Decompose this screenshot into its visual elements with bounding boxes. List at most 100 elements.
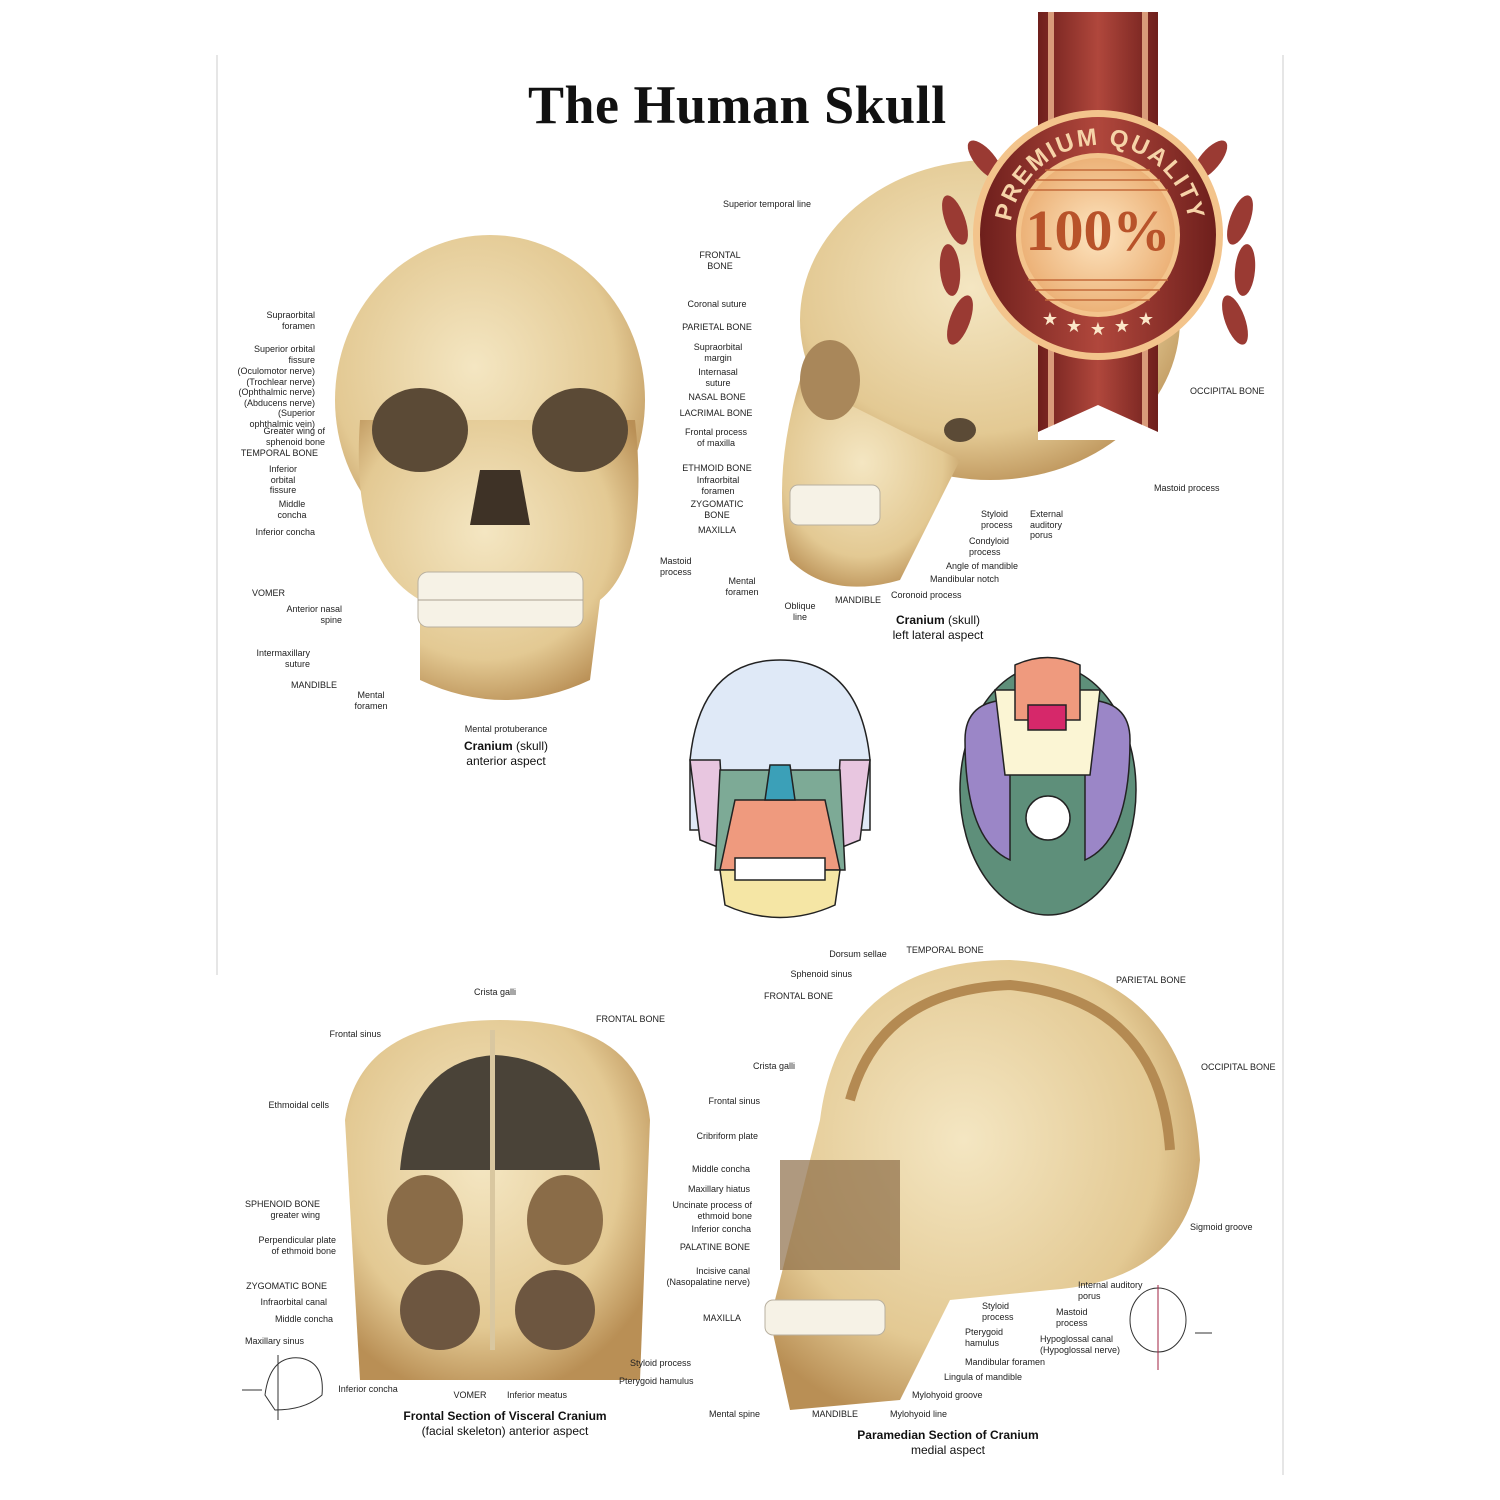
anatomy-label: Internal auditory porus — [1078, 1280, 1143, 1301]
anatomy-label: Inferior meatus — [506, 1390, 568, 1400]
caption-bold: Frontal Section of Visceral Cranium — [403, 1409, 607, 1423]
anatomy-label: Middle concha — [277, 499, 307, 520]
anatomy-label: Inferior concha — [691, 1224, 751, 1234]
anatomy-label: MANDIBLE — [290, 680, 337, 690]
anatomy-label: OCCIPITAL BONE — [1190, 386, 1265, 396]
paramedian-section-illustration — [764, 960, 1200, 1410]
star-icon: ★ — [1042, 309, 1058, 330]
anatomy-label: Sphenoid sinus — [790, 969, 852, 979]
anatomy-label: Maxillary hiatus — [687, 1184, 750, 1194]
anterior-skull-illustration — [335, 235, 645, 700]
anatomy-label: Intermaxillary suture — [256, 648, 310, 669]
poster-title: The Human Skull — [528, 75, 947, 135]
poster-edge-left — [216, 55, 218, 975]
anatomy-label: Greater wing of sphenoid bone — [263, 426, 325, 447]
anatomy-label: TEMPORAL BONE — [906, 945, 984, 955]
anatomy-label: TEMPORAL BONE — [240, 448, 318, 458]
anatomy-label: OCCIPITAL BONE — [1201, 1062, 1276, 1072]
anatomy-label: Perpendicular plate of ethmoid bone — [258, 1235, 336, 1256]
caption-paramedian: Paramedian Section of Cranium medial asp… — [857, 1428, 1038, 1458]
anatomy-label: Mastoid process — [1154, 483, 1220, 493]
anatomy-label: FRONTAL BONE — [763, 991, 833, 1001]
caption-anterior: Cranium (skull) anterior aspect — [464, 739, 548, 769]
anatomy-label: Sigmoid groove — [1190, 1222, 1253, 1232]
anatomy-label: Superior orbital fissure — [253, 344, 315, 365]
anatomy-label: Supraorbital margin — [693, 342, 743, 363]
star-icon: ★ — [1138, 309, 1154, 330]
anatomy-label: Mastoid process — [660, 556, 692, 577]
anatomy-label: Pterygoid hamulus — [965, 1327, 1004, 1348]
anatomy-label: Mandibular foramen — [965, 1357, 1046, 1367]
anatomy-label: PARIETAL BONE — [682, 322, 752, 332]
colored-inferior-diagram — [959, 656, 1137, 916]
orientation-thumbnail-left — [242, 1355, 323, 1420]
anatomy-label: Styloid process — [630, 1358, 692, 1368]
anatomy-label: Lingula of mandible — [944, 1372, 1023, 1382]
anatomy-label: Mental foramen — [354, 690, 388, 711]
anatomy-label: Frontal sinus — [708, 1096, 760, 1106]
caption-sub: anterior aspect — [466, 754, 546, 768]
anatomy-label: FRONTAL BONE — [596, 1014, 666, 1024]
anatomy-label: Inferior orbital fissure — [268, 464, 298, 495]
star-icon: ★ — [1066, 316, 1082, 337]
anatomy-label: Middle concha — [691, 1164, 750, 1174]
caption-bold: Paramedian Section of Cranium — [857, 1428, 1039, 1442]
anatomy-label: ZYGOMATIC BONE — [246, 1281, 327, 1291]
anatomy-label: VOMER — [453, 1390, 487, 1400]
anatomy-label: Pterygoid hamulus — [619, 1376, 694, 1386]
anatomy-label: Mylohyoid line — [890, 1409, 948, 1419]
anatomy-label: FRONTAL BONE — [699, 250, 741, 271]
caption-bold: Cranium — [895, 613, 945, 627]
colored-anterior-diagram — [689, 659, 871, 919]
anatomy-label: PARIETAL BONE — [1116, 975, 1186, 985]
anatomy-label: Styloid process — [982, 1301, 1014, 1322]
anatomy-label: (Oculomotor nerve) (Trochlear nerve) (Op… — [237, 366, 315, 429]
anatomy-label: Styloid process — [981, 509, 1013, 530]
orientation-thumbnail-right — [1129, 1285, 1212, 1370]
caption-bold: Cranium — [463, 739, 513, 753]
anatomy-label: Crista galli — [752, 1061, 795, 1071]
caption-rest: (skull) — [944, 613, 981, 627]
star-icon: ★ — [1090, 319, 1106, 340]
anatomy-label: Frontal sinus — [329, 1029, 381, 1039]
anatomy-label: Inferior concha — [338, 1384, 398, 1394]
anatomy-label: Ethmoidal cells — [268, 1100, 329, 1110]
anatomy-label: Dorsum sellae — [829, 949, 887, 959]
anatomy-label: Cribriform plate — [696, 1131, 758, 1141]
anatomy-label: Angle of mandible — [946, 561, 1019, 571]
anatomy-label: Mastoid process — [1056, 1307, 1088, 1328]
anatomy-label: Anterior nasal spine — [286, 604, 342, 625]
anatomy-label: LACRIMAL BONE — [679, 408, 753, 418]
caption-sub: left lateral aspect — [892, 628, 984, 642]
anatomy-label: MANDIBLE — [811, 1409, 859, 1419]
caption-rest: (skull) — [512, 739, 549, 753]
anatomy-label: MANDIBLE — [835, 595, 882, 605]
anatomy-label: Infraorbital foramen — [696, 475, 740, 496]
anatomy-label: ZYGOMATIC BONE — [690, 499, 744, 520]
anatomy-label: Mandibular notch — [930, 574, 1000, 584]
anatomy-label: Supraorbital foramen — [266, 310, 315, 331]
anatomy-label: MAXILLA — [702, 1313, 741, 1323]
anatomy-label: MAXILLA — [697, 525, 737, 535]
badge-percent-text: 100% — [1026, 198, 1171, 263]
badge-stars: ★ ★ ★ ★ ★ — [1042, 309, 1154, 340]
caption-sub: (facial skeleton) anterior aspect — [421, 1424, 589, 1438]
anatomy-label: VOMER — [251, 588, 285, 598]
caption-sub: medial aspect — [910, 1443, 986, 1457]
anatomy-label: Superior temporal line — [723, 199, 812, 209]
anatomy-label: Crista galli — [473, 987, 517, 997]
anatomy-label: Infraorbital canal — [260, 1297, 327, 1307]
anatomy-label: Inferior concha — [255, 527, 315, 537]
anatomy-label: Mylohyoid groove — [912, 1390, 983, 1400]
anatomy-label: Uncinate process of ethmoid bone — [672, 1200, 752, 1221]
anatomy-label: Middle concha — [274, 1314, 333, 1324]
anatomy-label: Mental spine — [708, 1409, 760, 1419]
anatomy-label: Incisive canal (Nasopalatine nerve) — [666, 1266, 750, 1287]
frontal-section-illustration — [345, 1020, 650, 1380]
anatomy-label: Oblique line — [784, 601, 816, 622]
anatomy-label: Condyloid process — [969, 536, 1010, 557]
anatomy-label: Maxillary sinus — [244, 1336, 304, 1346]
anatomy-label: Mental protuberance — [464, 724, 548, 734]
